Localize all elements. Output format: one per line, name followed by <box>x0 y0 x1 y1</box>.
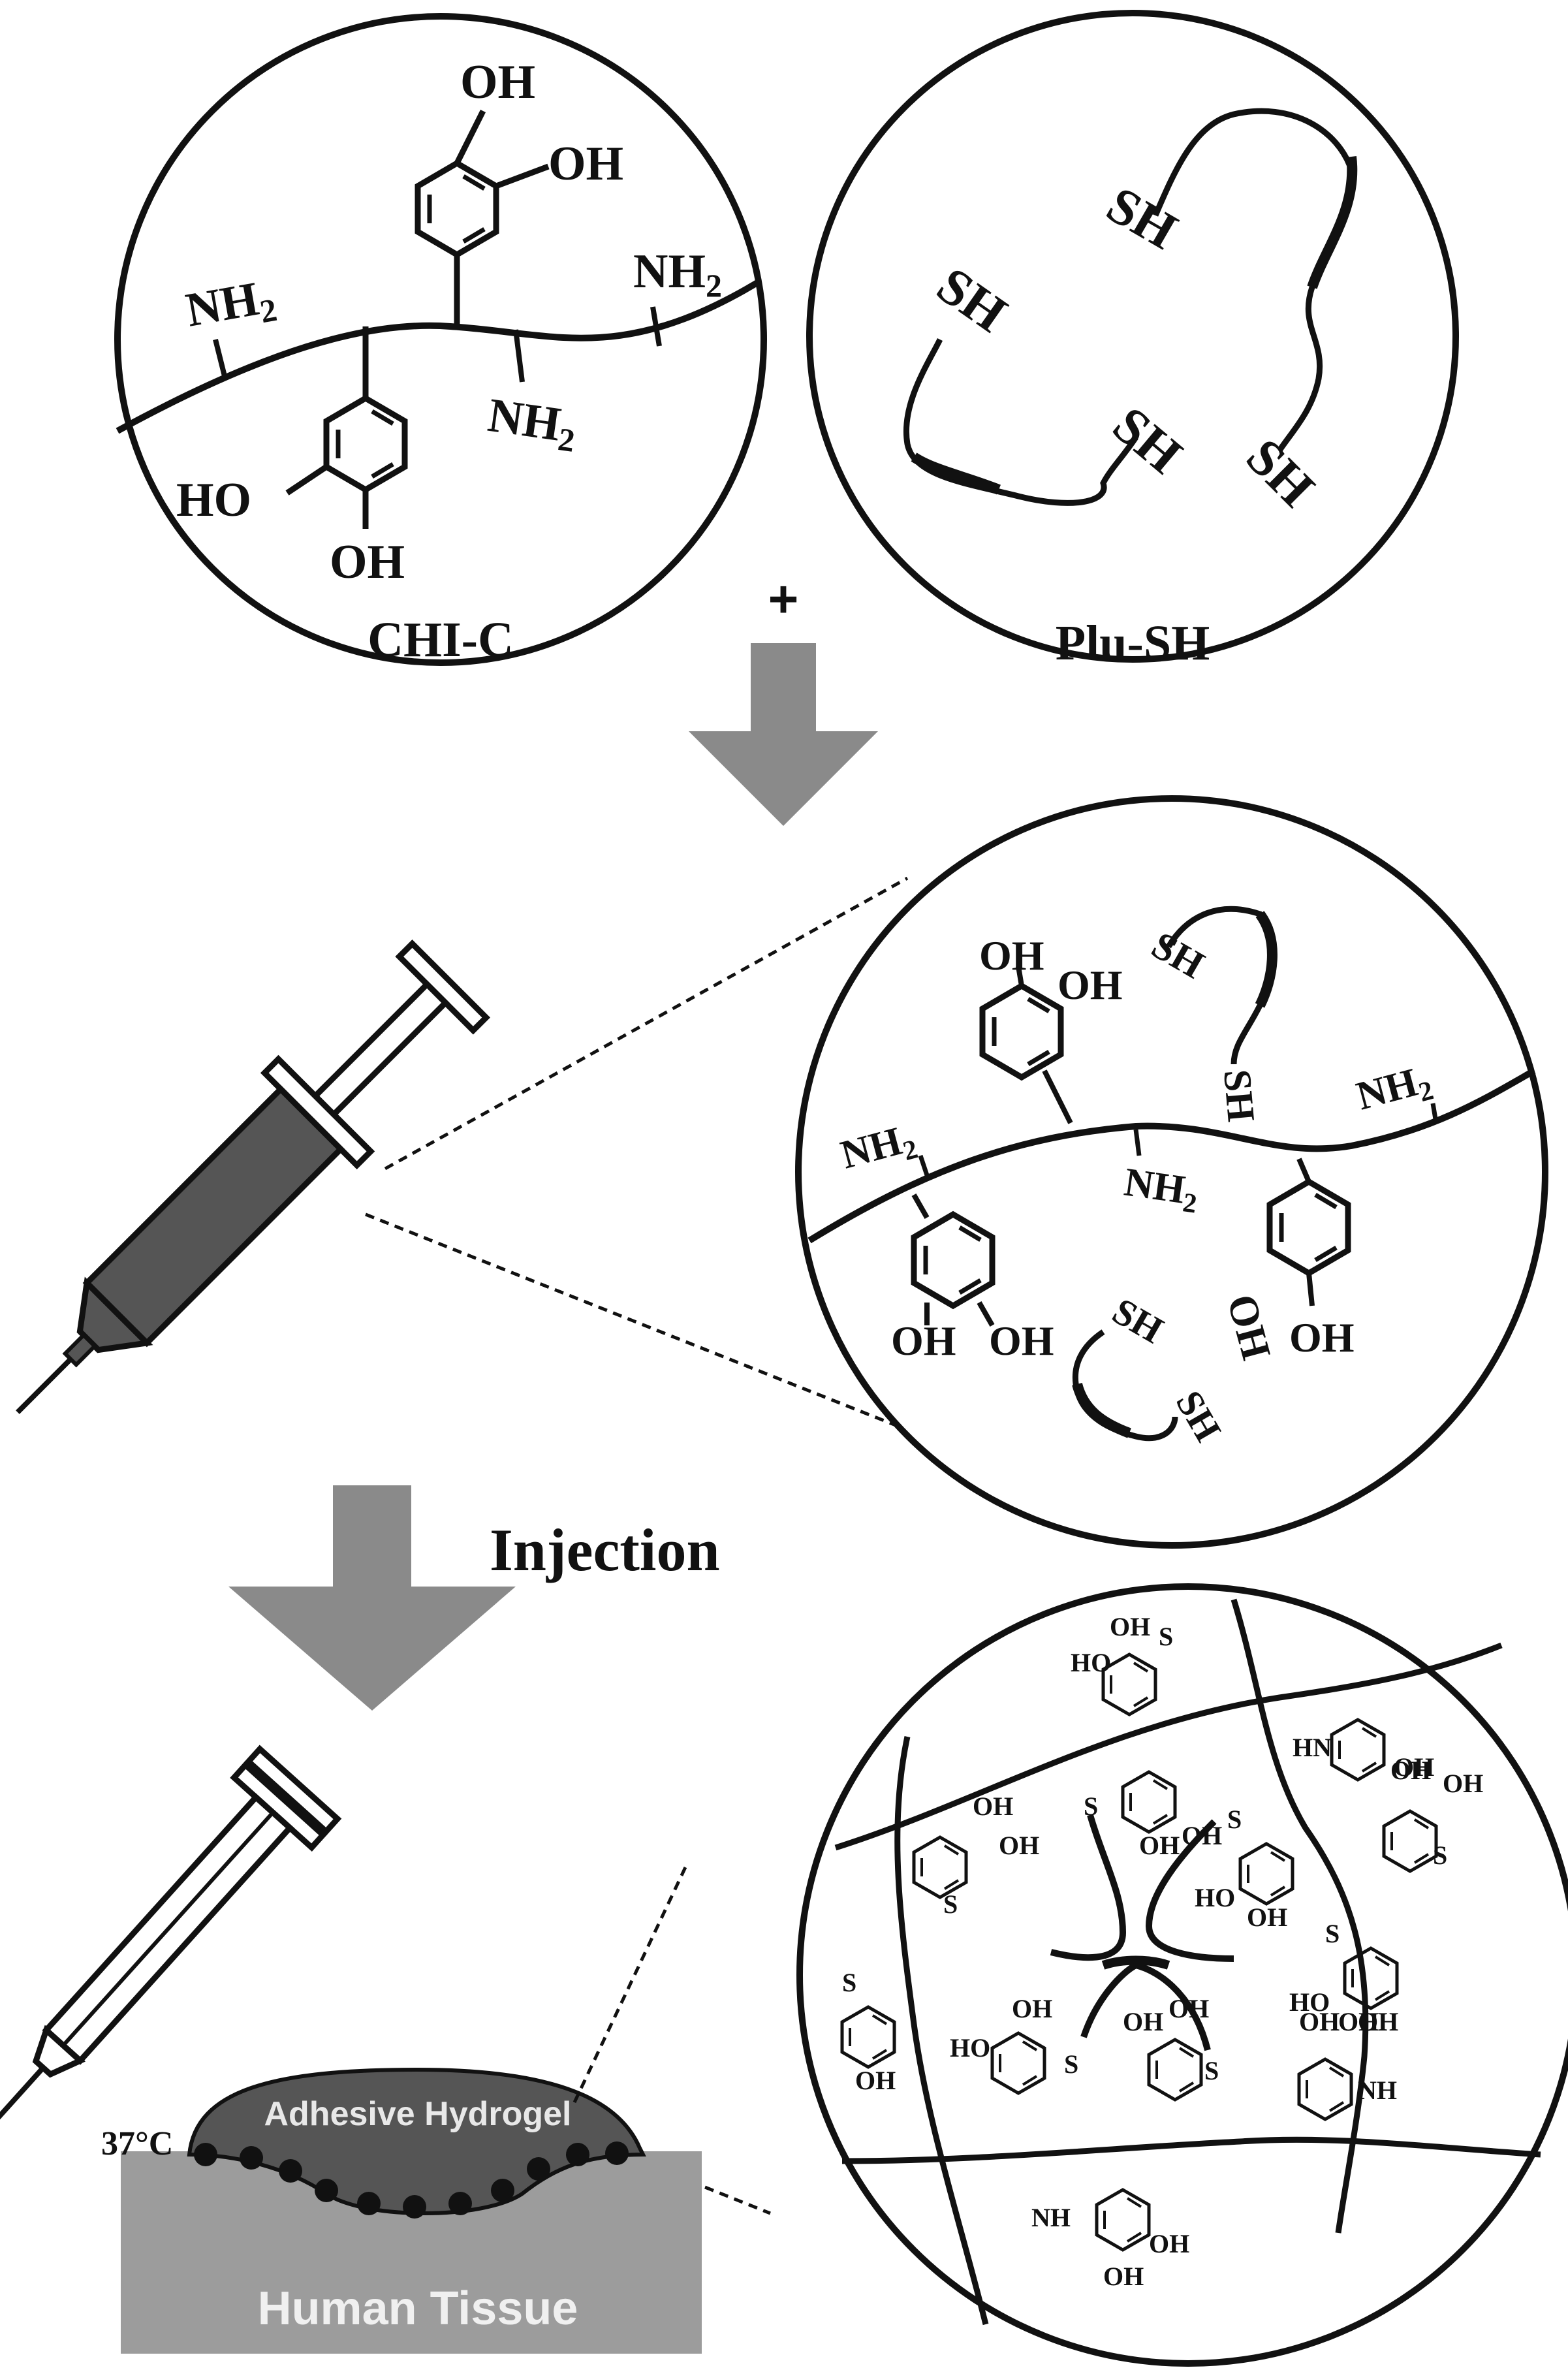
oh-label: OH <box>1299 2007 1340 2036</box>
oh-label: OH <box>1182 1821 1222 1850</box>
plus-sign: + <box>768 570 799 628</box>
adhesion-dots <box>194 2141 629 2219</box>
oh-label: OH <box>460 55 535 109</box>
injection-label: Injection <box>490 1517 720 1583</box>
mixture-circle: OH OH SH SH NH2 NH2 NH2 OH OH OH OH SH S… <box>795 795 1548 1549</box>
ho-label: HO <box>1289 1987 1330 2017</box>
ho-label: HO <box>1195 1883 1235 1912</box>
down-arrow-2 <box>228 1485 516 1711</box>
nh2-label: NH2 <box>1121 1160 1201 1220</box>
oh-label: OH <box>1012 1994 1052 2023</box>
oh-label: OH <box>1058 962 1123 1008</box>
oh-label: OH <box>999 1831 1039 1860</box>
oh-label: OH <box>1168 1994 1209 2023</box>
chitosan-backbone <box>116 277 762 434</box>
s-label: S <box>1227 1805 1242 1834</box>
oh-label: OH <box>979 932 1044 979</box>
syringe-filled <box>16 939 491 1414</box>
network-circle: OH HO S HN OH S OH OH OH OH S OH OH S S … <box>796 1583 1568 2367</box>
temperature-label: 37°C <box>101 2125 173 2162</box>
s-label: S <box>943 1889 958 1919</box>
chi-c-label: CHI-C <box>368 612 514 667</box>
s-label: S <box>1433 1841 1447 1870</box>
nh-label: NH <box>1031 2203 1071 2232</box>
s-label: S <box>1064 2049 1078 2079</box>
oh-label: OH <box>1247 1903 1287 1932</box>
plu-sh-circle: SH SH SH SH Plu-SH <box>806 10 1459 671</box>
nh2-label: NH2 <box>633 245 722 304</box>
oh-label: OH <box>1289 1314 1355 1361</box>
oh-label: OH <box>1443 1769 1483 1798</box>
oh-label: OH <box>973 1792 1013 1821</box>
s-label: S <box>1159 1622 1173 1651</box>
oh-label: OH <box>1338 2007 1379 2036</box>
hn-label: HN <box>1293 1733 1332 1762</box>
oh-label: OH <box>1110 1612 1150 1641</box>
sh-label: SH <box>1215 1067 1263 1123</box>
oh-label: OH <box>330 535 405 589</box>
oh-label: OH <box>989 1318 1054 1364</box>
oh-label: OH <box>1123 2007 1163 2036</box>
pluronic-chain-2 <box>903 338 1138 506</box>
s-label: S <box>1204 2056 1219 2085</box>
chitosan-backbone <box>808 1067 1536 1244</box>
s-label: S <box>1325 1919 1340 1948</box>
oh-label: OH <box>1103 2262 1144 2291</box>
s-label: S <box>1084 1792 1098 1821</box>
oh-label: OH <box>855 2066 896 2095</box>
down-arrow-1 <box>689 643 878 826</box>
oh-label: OH <box>891 1318 956 1364</box>
nh2-label: NH2 <box>484 388 580 459</box>
oh-label: OH <box>1390 1756 1431 1785</box>
ho-label: HO <box>1071 1648 1111 1677</box>
ho-label: HO <box>176 473 251 527</box>
human-tissue-label: Human Tissue <box>258 2283 578 2335</box>
adhesive-hydrogel-label: Adhesive Hydrogel <box>264 2095 571 2133</box>
oh-label: OH <box>1149 2229 1189 2258</box>
tissue-site: Adhesive Hydrogel Human Tissue 37°C <box>101 2067 702 2354</box>
oh-label: OH <box>1139 1831 1180 1860</box>
s-label: S <box>842 1968 856 1997</box>
chi-c-circle: OH OH HO OH NH2 NH2 NH2 CHI-C <box>114 13 767 667</box>
ho-label: HO <box>950 2033 990 2062</box>
oh-label: OH <box>548 137 623 191</box>
syringe-empty <box>0 1745 342 2133</box>
nh-label: NH <box>1358 2076 1397 2105</box>
plu-sh-label: Plu-SH <box>1056 616 1210 671</box>
oh-label: OH <box>1358 2007 1398 2036</box>
nh2-label: NH2 <box>182 269 280 342</box>
oh-label: OH <box>1394 1752 1434 1782</box>
